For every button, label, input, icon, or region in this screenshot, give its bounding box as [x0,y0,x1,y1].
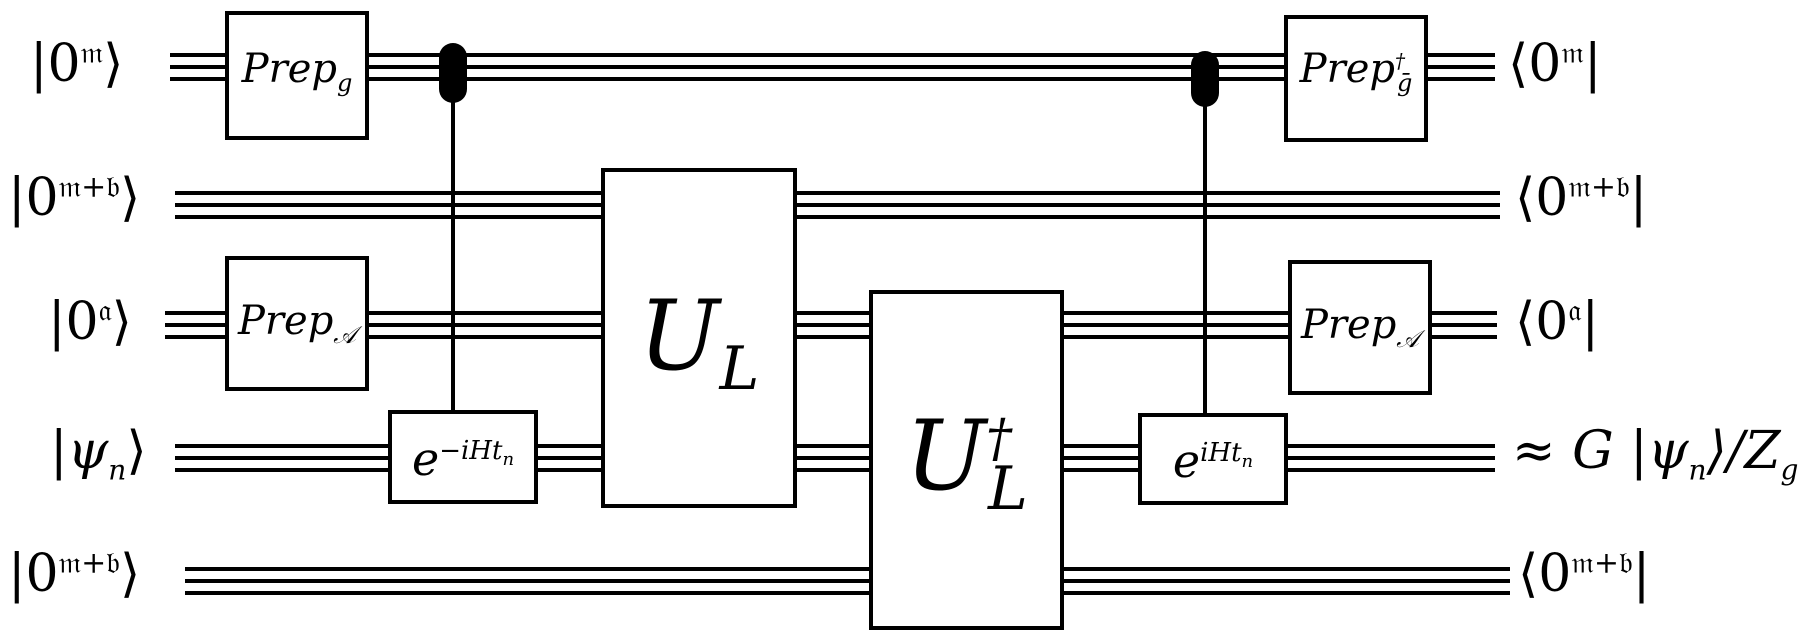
output-label-q2: ⟨0𝔞| [1515,292,1599,352]
output-label-q4: ⟨0𝔪+𝔟| [1518,544,1651,604]
gate-uldag-box [869,290,1064,630]
wire-q3 [175,444,1495,472]
output-label-q3: ≈ G |ψn⟩/Zg [1512,421,1799,487]
gate-exp-neg-box [388,410,538,504]
gate-exp-pos-label: eiHtn [1172,434,1254,488]
gate-ul-box [601,168,797,508]
wire-q1 [175,191,1500,219]
gate-prep-g-dag-label: Prep†ḡ [1299,46,1413,97]
input-label-q1: |0𝔪+𝔟⟩ [8,168,141,228]
gate-prep-a-out-box [1288,260,1432,395]
gate-prep-a-box [225,256,369,391]
input-label-q0: |0𝔪⟩ [30,34,124,94]
gate-ul-label: UL [638,280,760,405]
wire-q2 [165,311,1497,339]
output-label-q1: ⟨0𝔪+𝔟| [1515,168,1648,228]
input-label-q4: |0𝔪+𝔟⟩ [8,544,141,604]
gate-exp-neg-label: e−iHtn [411,432,515,486]
gate-prep-g-label: Prepg [241,46,353,97]
gate-prep-g-dag-box [1284,15,1428,142]
gate-uldag-label: U†L [905,400,1028,525]
wire-q4 [185,567,1510,595]
input-label-q2: |0𝔞⟩ [48,292,132,352]
output-label-q0: ⟨0𝔪| [1508,34,1602,94]
gate-prep-a-label: Prep𝒜 [237,298,357,349]
gate-exp-pos-box [1138,413,1288,505]
control-dot-left [439,43,467,103]
control-dot-right [1191,51,1219,107]
input-label-q3: |ψn⟩ [50,421,147,487]
gate-prep-g-box [225,11,369,140]
gate-prep-a-out-label: Prep𝒜 [1300,302,1420,353]
wire-q0 [170,53,1495,81]
